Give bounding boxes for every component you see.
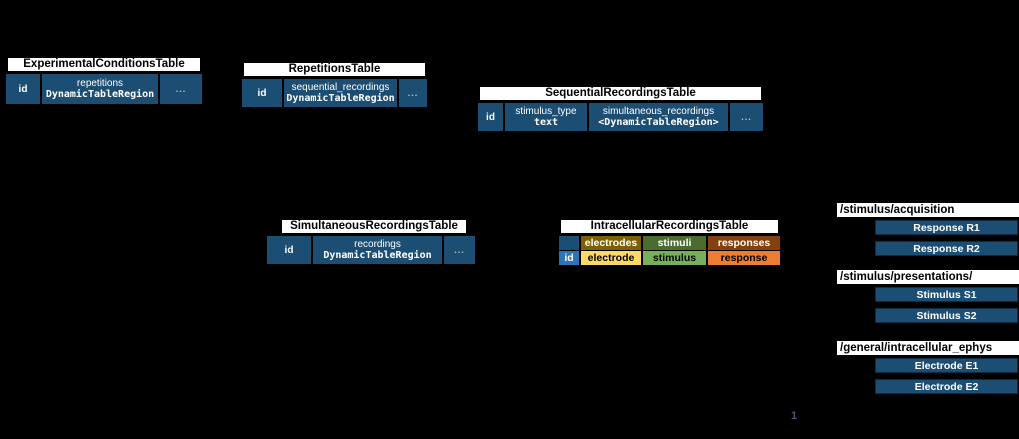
table-title: ExperimentalConditionsTable xyxy=(6,56,202,73)
column-name: simultaneous_recordings xyxy=(602,105,715,117)
table-body: id recordings DynamicTableRegion ... xyxy=(267,236,475,264)
path-label: /general/intracellular_ephys xyxy=(837,341,1019,355)
table-title: SequentialRecordingsTable xyxy=(478,85,763,102)
simultaneous-recordings-table: SimultaneousRecordingsTable id recording… xyxy=(267,218,475,264)
responses-label: responses xyxy=(717,237,771,249)
column-name: stimulus_type xyxy=(515,105,577,117)
cell-sequential-recordings: sequential_recordings DynamicTableRegion xyxy=(284,79,397,107)
cell-stimuli-group: stimuli xyxy=(643,236,706,250)
cell-id-label: id xyxy=(284,244,294,256)
table-title: IntracellularRecordingsTable xyxy=(559,218,780,235)
column-type: DynamicTableRegion xyxy=(45,88,155,100)
group-general-intracellular-ephys: /general/intracellular_ephys Electrode E… xyxy=(837,341,1019,394)
response-r1-box: Response R1 xyxy=(875,220,1018,235)
response-r2-box: Response R2 xyxy=(875,241,1018,256)
stimulus-label: stimulus xyxy=(652,252,697,264)
intracellular-recordings-table: IntracellularRecordingsTable electrodes … xyxy=(559,218,780,265)
cell-ellipsis: ... xyxy=(399,79,427,107)
column-name: repetitions xyxy=(76,77,124,89)
column-type: DynamicTableRegion xyxy=(323,249,432,261)
sequential-recordings-table: SequentialRecordingsTable id stimulus_ty… xyxy=(478,85,763,131)
stimuli-label: stimuli xyxy=(657,237,692,249)
ellipsis-label: ... xyxy=(741,112,752,122)
path-label: /stimulus/presentations/ xyxy=(837,270,1019,284)
cell-recordings: recordings DynamicTableRegion xyxy=(313,236,442,264)
column-type: text xyxy=(533,116,559,128)
cell-blank xyxy=(559,236,579,250)
group-stimulus-acquisition: /stimulus/acquisition Response R1 Respon… xyxy=(837,203,1019,256)
group-stimulus-presentations: /stimulus/presentations/ Stimulus S1 Sti… xyxy=(837,270,1019,323)
column-type: <DynamicTableRegion> xyxy=(598,116,719,128)
category-row: electrodes stimuli responses xyxy=(559,236,780,250)
stimulus-s1-box: Stimulus S1 xyxy=(875,287,1018,302)
cell-stimulus: stimulus xyxy=(643,251,706,265)
table-body: id sequential_recordings DynamicTableReg… xyxy=(242,79,427,107)
column-name: recordings xyxy=(354,238,401,250)
electrode-label: electrode xyxy=(587,252,635,264)
id-label: id xyxy=(564,252,574,264)
value-row: id electrode stimulus response xyxy=(559,251,780,265)
table-title: SimultaneousRecordingsTable xyxy=(280,218,468,235)
table-title: RepetitionsTable xyxy=(242,61,427,78)
table-body: id stimulus_type text simultaneous_recor… xyxy=(478,103,763,131)
page-number: 1 xyxy=(791,410,798,422)
cell-response: response xyxy=(708,251,780,265)
experimental-conditions-table: ExperimentalConditionsTable id repetitio… xyxy=(6,56,202,104)
cell-ellipsis: ... xyxy=(160,74,202,104)
table-body: id repetitions DynamicTableRegion ... xyxy=(6,74,202,104)
cell-electrodes-group: electrodes xyxy=(581,236,641,250)
ellipsis-label: ... xyxy=(454,245,465,255)
ellipsis-label: ... xyxy=(175,84,187,94)
cell-id: id xyxy=(242,79,282,107)
electrode-e2-box: Electrode E2 xyxy=(875,379,1018,394)
cell-electrode: electrode xyxy=(581,251,641,265)
cell-responses-group: responses xyxy=(708,236,780,250)
electrode-e1-box: Electrode E1 xyxy=(875,358,1018,373)
stimulus-s2-box: Stimulus S2 xyxy=(875,308,1018,323)
cell-id: id xyxy=(559,251,579,265)
repetitions-table: RepetitionsTable id sequential_recording… xyxy=(242,61,427,107)
cell-ellipsis: ... xyxy=(730,103,763,131)
cell-repetitions: repetitions DynamicTableRegion xyxy=(42,74,158,104)
cell-id-label: id xyxy=(486,111,495,123)
cell-ellipsis: ... xyxy=(444,236,475,264)
column-name: sequential_recordings xyxy=(291,81,390,93)
cell-id: id xyxy=(6,74,40,104)
cell-simultaneous-recordings: simultaneous_recordings <DynamicTableReg… xyxy=(589,103,728,131)
ellipsis-label: ... xyxy=(407,88,419,98)
column-type: DynamicTableRegion xyxy=(286,92,395,104)
cell-id: id xyxy=(267,236,311,264)
path-label: /stimulus/acquisition xyxy=(837,203,1019,217)
response-label: response xyxy=(720,252,768,264)
cell-id: id xyxy=(478,103,503,131)
electrodes-label: electrodes xyxy=(584,237,638,249)
cell-stimulus-type: stimulus_type text xyxy=(505,103,587,131)
cell-id-label: id xyxy=(257,87,267,99)
cell-id-label: id xyxy=(18,83,28,95)
